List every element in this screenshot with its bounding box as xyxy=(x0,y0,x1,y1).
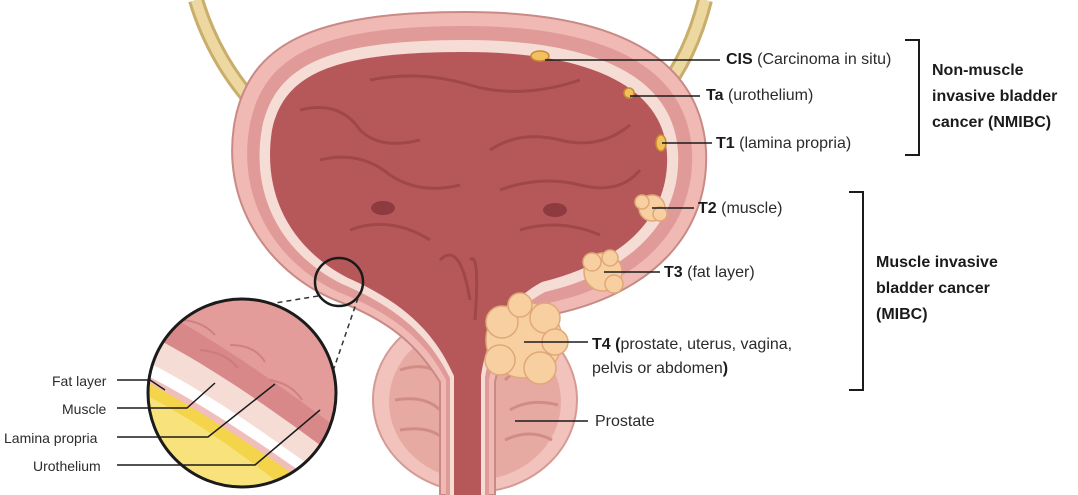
label-prostate: Prostate xyxy=(595,412,655,432)
label-cis-desc: (Carcinoma in situ) xyxy=(757,51,891,68)
label-t4: T4 (prostate, uterus, vagina, pelvis or … xyxy=(592,333,792,381)
label-t2-name: T2 xyxy=(698,200,717,217)
group-nmibc-line3: cancer (NMIBC) xyxy=(932,110,1057,136)
label-ta-desc: (urothelium) xyxy=(728,87,813,104)
label-t2-desc: (muscle) xyxy=(721,200,782,217)
label-ta: Ta (urothelium) xyxy=(706,86,813,106)
label-t1-desc: (lamina propria) xyxy=(739,135,851,152)
group-nmibc-line1: Non-muscle xyxy=(932,58,1057,84)
layer-label-fat: Fat layer xyxy=(52,371,106,391)
label-t4-desc-line1: prostate, uterus, vagina, xyxy=(620,336,792,353)
label-cis-name: CIS xyxy=(726,51,753,68)
group-mibc-line2: bladder cancer xyxy=(876,276,998,302)
mibc-bracket xyxy=(849,192,863,390)
label-t4-close-paren: ) xyxy=(723,360,728,377)
tumor-t4 xyxy=(485,293,568,384)
label-t3: T3 (fat layer) xyxy=(664,263,755,283)
label-t3-desc: (fat layer) xyxy=(687,264,755,281)
group-mibc: Muscle invasive bladder cancer (MIBC) xyxy=(876,250,998,328)
label-t2: T2 (muscle) xyxy=(698,199,782,219)
layer-label-muscle: Muscle xyxy=(62,399,106,419)
label-t1: T1 (lamina propria) xyxy=(716,134,851,154)
label-t3-name: T3 xyxy=(664,264,683,281)
group-nmibc-line2: invasive bladder xyxy=(932,84,1057,110)
layer-label-urothelium: Urothelium xyxy=(33,456,101,476)
label-t1-name: T1 xyxy=(716,135,735,152)
label-ta-name: Ta xyxy=(706,87,723,104)
layer-label-lamina-propria: Lamina propria xyxy=(4,428,97,448)
group-mibc-line1: Muscle invasive xyxy=(876,250,998,276)
label-t4-desc-line2: pelvis or abdomen xyxy=(592,360,723,377)
group-mibc-line3: (MIBC) xyxy=(876,302,998,328)
group-nmibc: Non-muscle invasive bladder cancer (NMIB… xyxy=(932,58,1057,136)
label-t4-name: T4 xyxy=(592,336,611,353)
nmibc-bracket xyxy=(905,40,919,155)
label-cis: CIS (Carcinoma in situ) xyxy=(726,50,891,70)
